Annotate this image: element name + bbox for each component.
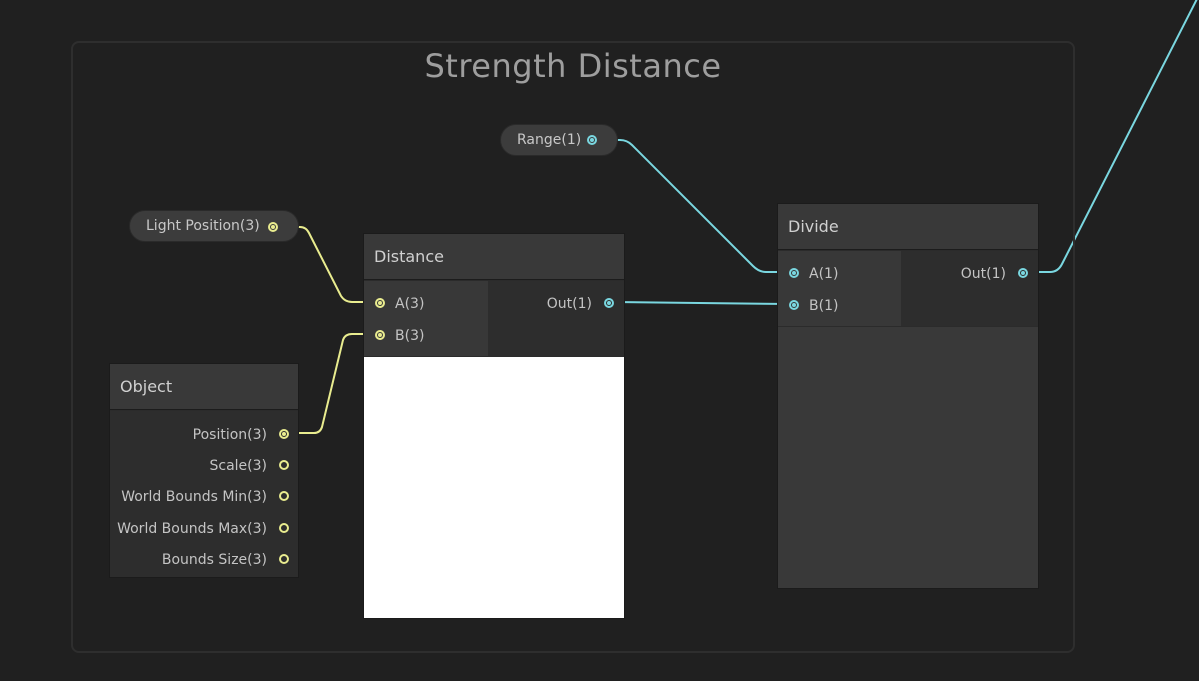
wire-divide-out-to-offscreen[interactable] xyxy=(1027,0,1199,273)
distance-node-title[interactable]: Distance xyxy=(364,234,624,280)
distance-inputs: A(3) B(3) xyxy=(364,281,488,356)
distance-input-a-port[interactable] xyxy=(375,298,385,308)
range-property-label: Range(1) xyxy=(517,132,582,148)
group-frame[interactable]: Strength Distance xyxy=(71,41,1075,653)
divide-node-body xyxy=(778,327,1038,588)
divide-input-b-port[interactable] xyxy=(789,300,799,310)
wire-light-position-to-distance-a[interactable] xyxy=(277,226,375,303)
light-position-property-label: Light Position(3) xyxy=(146,218,260,234)
light-position-property-node[interactable]: Light Position(3) xyxy=(129,210,299,242)
object-output-world-bounds-min-port[interactable] xyxy=(279,491,289,501)
wire-range-to-divide-a[interactable] xyxy=(596,139,789,273)
group-title[interactable]: Strength Distance xyxy=(424,47,722,85)
distance-output-label: Out(1) xyxy=(546,296,592,312)
object-output-world-bounds-max-port[interactable] xyxy=(279,523,289,533)
object-output-bounds-size-label: Bounds Size(3) xyxy=(161,552,267,568)
object-output-world-bounds-max-label: World Bounds Max(3) xyxy=(117,521,267,537)
divide-outputs: Out(1) xyxy=(901,251,1038,326)
object-outputs: Position(3) Scale(3) World Bounds Min(3)… xyxy=(110,411,298,577)
distance-input-a-label: A(3) xyxy=(395,296,425,312)
object-node[interactable]: Object Position(3) Scale(3) World Bounds… xyxy=(109,363,299,578)
divide-input-b-label: B(1) xyxy=(809,298,839,314)
distance-input-b-port[interactable] xyxy=(375,330,385,340)
wire-object-position-to-distance-b[interactable] xyxy=(288,333,375,434)
range-property-node[interactable]: Range(1) xyxy=(500,124,618,156)
object-output-position-port[interactable] xyxy=(279,429,289,439)
object-node-title[interactable]: Object xyxy=(110,364,298,410)
divide-node[interactable]: Divide A(1) B(1) Out(1) xyxy=(777,203,1039,589)
distance-input-b-label: B(3) xyxy=(395,328,425,344)
divide-input-a-label: A(1) xyxy=(809,266,839,282)
distance-node[interactable]: Distance A(3) B(3) Out(1) xyxy=(363,233,625,619)
divide-output-label: Out(1) xyxy=(960,266,1006,282)
divide-input-a-port[interactable] xyxy=(789,268,799,278)
distance-outputs: Out(1) xyxy=(488,281,624,356)
object-output-world-bounds-min-label: World Bounds Min(3) xyxy=(121,489,267,505)
wire-distance-out-to-divide-b[interactable] xyxy=(612,301,790,305)
distance-preview xyxy=(364,357,624,618)
object-output-position-label: Position(3) xyxy=(192,427,267,443)
object-output-scale-port[interactable] xyxy=(279,460,289,470)
divide-inputs: A(1) B(1) xyxy=(778,251,901,326)
range-output-port[interactable] xyxy=(587,135,597,145)
divide-output-port[interactable] xyxy=(1018,268,1028,278)
light-position-output-port[interactable] xyxy=(268,222,278,232)
object-output-scale-label: Scale(3) xyxy=(209,458,268,474)
object-output-bounds-size-port[interactable] xyxy=(279,554,289,564)
distance-output-port[interactable] xyxy=(604,298,614,308)
divide-node-title[interactable]: Divide xyxy=(778,204,1038,250)
